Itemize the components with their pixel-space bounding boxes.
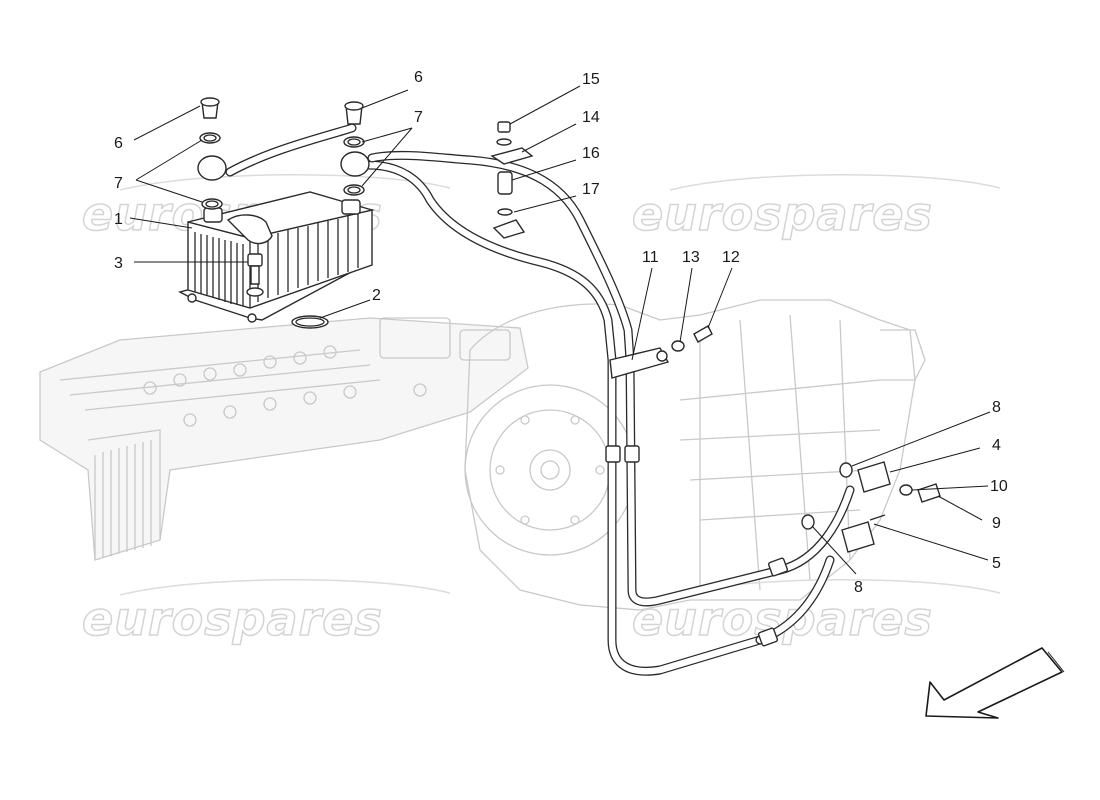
ghost-valve-body (39, 317, 529, 561)
callout-3: 3 (114, 255, 123, 272)
right-banjo-assembly (340, 101, 370, 196)
callout-6-left: 6 (114, 135, 123, 152)
watermark-top-right: eurospares (632, 187, 933, 241)
callout-5: 5 (992, 555, 1001, 572)
gearbox-fittings (801, 461, 941, 553)
seal-ring (291, 315, 329, 329)
callout-7-left: 7 (114, 175, 123, 192)
left-banjo-assembly (197, 97, 227, 210)
callout-14: 14 (582, 109, 600, 126)
callout-12: 12 (722, 249, 740, 266)
oil-cooler (178, 191, 375, 323)
callout-6-right: 6 (414, 69, 423, 86)
callout-8-bottom: 8 (854, 579, 863, 596)
callout-9: 9 (992, 515, 1001, 532)
oil-cooler-pipes (225, 123, 855, 676)
leader-lines (129, 85, 991, 575)
callout-17: 17 (582, 181, 600, 198)
callout-16: 16 (582, 145, 600, 162)
callout-8-top: 8 (992, 399, 1001, 416)
pipe-clamp-stack (490, 121, 534, 239)
callout-11: 11 (642, 249, 659, 266)
callout-1: 1 (114, 211, 123, 228)
callout-10: 10 (990, 478, 1008, 495)
pipe-bracket (609, 347, 670, 379)
watermark-bottom-right: eurospares (632, 592, 933, 646)
bracket-bolt (671, 325, 713, 352)
callout-4: 4 (992, 437, 1001, 454)
callout-15: 15 (582, 71, 600, 88)
callout-7-right: 7 (414, 109, 423, 126)
callout-2: 2 (372, 287, 381, 304)
callout-labels: 6 7 1 3 2 6 7 15 14 16 17 11 13 12 8 4 1… (114, 69, 1008, 596)
arrow-icon (925, 647, 1065, 719)
cooler-screw (246, 253, 264, 297)
callout-13: 13 (682, 249, 700, 266)
watermark-bottom-left: eurospares (82, 592, 383, 646)
ghost-gearbox-housing (464, 299, 926, 611)
